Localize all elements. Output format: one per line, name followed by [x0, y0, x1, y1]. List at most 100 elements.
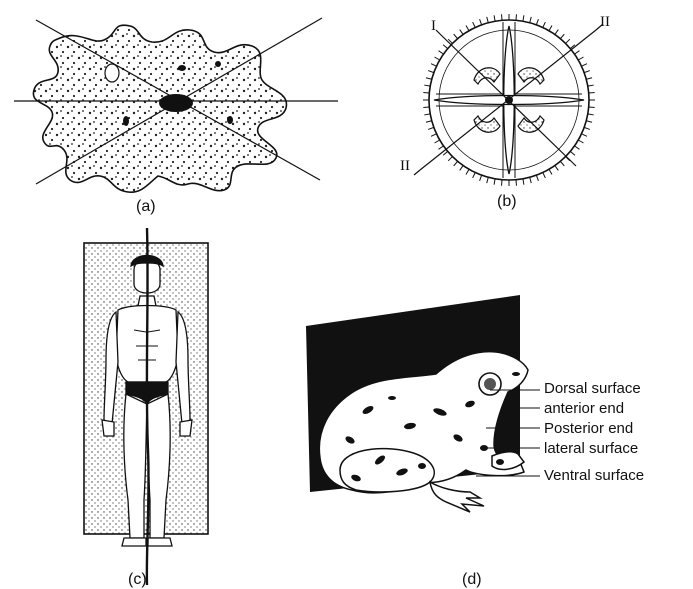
fringe-tick [424, 113, 431, 116]
gonad [473, 67, 501, 86]
caption-b: (b) [497, 193, 517, 210]
fringe-tick [486, 177, 489, 184]
fringe-tick [565, 38, 571, 44]
fringe-tick [486, 16, 489, 23]
frog-body [318, 350, 529, 513]
fringe-tick [569, 151, 576, 156]
fringe-tick [434, 139, 440, 144]
fringe-tick [438, 50, 444, 55]
axis-label-i: I [431, 18, 436, 34]
fringe-tick [535, 19, 539, 25]
label-posterior-end: Posterior end [544, 420, 634, 437]
caption-c: (c) [128, 571, 147, 588]
fringe-tick [465, 169, 470, 175]
fringe-tick [535, 175, 539, 181]
axis-line-2 [419, 29, 597, 171]
human-figure [101, 254, 193, 547]
fringe-tick [578, 139, 584, 144]
fringe-tick [428, 126, 434, 130]
fringe-tick [569, 44, 576, 49]
fringe-tick [479, 175, 483, 181]
fringe-tick [522, 178, 525, 185]
human-diagram [83, 227, 209, 585]
fringe-tick [522, 15, 525, 22]
label-anterior-end: anterior end [544, 400, 625, 417]
frog-diagram [306, 295, 540, 513]
fringe-tick [447, 38, 453, 44]
fringe-tick [442, 151, 449, 156]
fringe-tick [548, 25, 553, 31]
fringe-tick [586, 120, 593, 123]
fringe-tick [459, 165, 464, 171]
fringe-tick [442, 44, 449, 49]
fringe-tick [434, 56, 440, 61]
fringe-tick [554, 165, 559, 171]
fringe-tick [453, 160, 458, 167]
fringe-tick [425, 77, 432, 80]
fringe-tick [584, 70, 590, 74]
fringe-tick [453, 33, 458, 40]
fringe-tick [587, 84, 594, 87]
fringe-tick [560, 33, 565, 40]
food-vacuole [215, 61, 221, 67]
fringe-tick [459, 29, 464, 35]
fringe-tick [501, 14, 503, 21]
fringe-tick [542, 21, 546, 28]
plane-line [35, 17, 323, 185]
frog-spots [345, 372, 520, 482]
fringe-tick [587, 113, 594, 116]
fringe-tick [578, 56, 584, 61]
fringe-tick [588, 92, 595, 94]
fringe-tick [548, 169, 553, 175]
fringe-tick [584, 126, 590, 130]
fringe-tick [423, 106, 430, 108]
fringe-tick [515, 179, 517, 186]
axis-label-ii-upper: II [600, 14, 610, 30]
label-lateral-surface: lateral surface [544, 440, 639, 457]
fringe-tick [447, 156, 453, 162]
fringe-tick [581, 63, 588, 67]
amoeba-diagram [14, 17, 338, 193]
label-ventral-surface: Ventral surface [544, 467, 645, 484]
fringe-tick [542, 172, 546, 179]
median-plane-line [145, 227, 150, 585]
fringe-tick [438, 145, 444, 150]
fringe-tick [465, 25, 470, 31]
amoeba-body [32, 24, 288, 193]
fringe-tick [515, 14, 517, 21]
fringe-tick [472, 172, 476, 179]
fringe-tick [529, 177, 532, 184]
contractile-vacuole [104, 63, 120, 83]
label-dorsal-surface: Dorsal surface [544, 380, 641, 397]
plane-line [35, 19, 321, 181]
fringe-tick [586, 77, 593, 80]
radial-symmetry-diagram [413, 14, 604, 186]
caption-a: (a) [136, 198, 156, 215]
food-vacuole [227, 116, 233, 124]
fringe-tick [423, 92, 430, 94]
fringe-tick [554, 29, 559, 35]
fringe-tick [430, 63, 437, 67]
fringe-tick [424, 84, 431, 87]
fringe-tick [472, 21, 476, 28]
gonad [473, 114, 501, 133]
fringe-tick [581, 133, 588, 137]
fringe-tick [560, 160, 565, 167]
gonad [517, 67, 545, 86]
fringe-tick [529, 16, 532, 23]
fringe-tick [479, 19, 483, 25]
fringe-tick [428, 70, 434, 74]
fringe-tick [493, 15, 496, 22]
food-vacuole [178, 65, 186, 71]
caption-d: (d) [462, 571, 482, 588]
axis-label-ii-lower: II [400, 158, 410, 174]
fringe-tick [493, 178, 496, 185]
fringe-tick [430, 133, 437, 137]
fringe-tick [574, 50, 580, 55]
fringe-tick [574, 145, 580, 150]
fringe-tick [588, 106, 595, 108]
fringe-tick [501, 179, 503, 186]
food-vacuole [123, 116, 129, 126]
fringe-tick [425, 120, 432, 123]
